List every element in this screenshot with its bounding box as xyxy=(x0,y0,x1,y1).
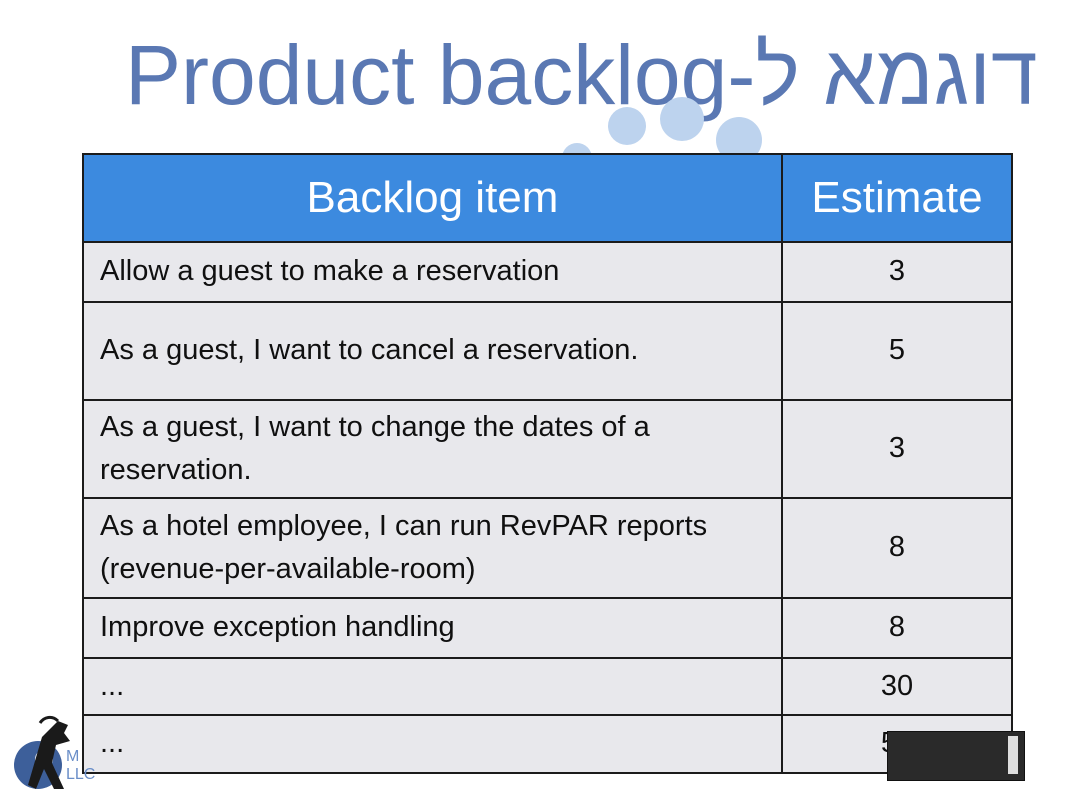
slide-title: Product backlog-דוגמא ל xyxy=(125,28,1038,122)
table-row: As a guest, I want to change the dates o… xyxy=(82,399,1013,499)
table-row: As a guest, I want to cancel a reservati… xyxy=(82,301,1013,401)
row-estimate: 5 xyxy=(781,301,1013,401)
logo-caption-line1: M xyxy=(66,748,80,765)
corner-logo-box xyxy=(887,731,1025,781)
goat-logo-icon xyxy=(14,715,70,789)
table-row: ... 50 xyxy=(82,714,1013,774)
logo-caption-line2: LLC xyxy=(66,766,96,783)
header-backlog-item: Backlog item xyxy=(82,153,783,243)
corner-logo-stripe xyxy=(1008,736,1018,774)
table-header-row: Backlog item Estimate xyxy=(82,153,1013,243)
bubble-shape xyxy=(660,97,704,141)
row-estimate: 3 xyxy=(781,399,1013,499)
row-estimate: 8 xyxy=(781,497,1013,599)
table-row: As a hotel employee, I can run RevPAR re… xyxy=(82,497,1013,599)
row-item: Improve exception handling xyxy=(82,597,783,659)
row-estimate: 3 xyxy=(781,241,1013,303)
row-estimate: 30 xyxy=(781,657,1013,716)
table-row: ... 30 xyxy=(82,657,1013,716)
bubble-shape xyxy=(608,107,646,145)
logo-caption: M LLC xyxy=(66,748,95,784)
table-row: Improve exception handling 8 xyxy=(82,597,1013,659)
header-estimate: Estimate xyxy=(781,153,1013,243)
row-item: As a guest, I want to cancel a reservati… xyxy=(82,301,783,401)
row-item: Allow a guest to make a reservation xyxy=(82,241,783,303)
table-row: Allow a guest to make a reservation 3 xyxy=(82,241,1013,303)
row-estimate: 8 xyxy=(781,597,1013,659)
row-item: ... xyxy=(82,714,783,774)
backlog-table: Backlog item Estimate Allow a guest to m… xyxy=(82,153,1013,774)
row-item: As a hotel employee, I can run RevPAR re… xyxy=(82,497,783,599)
row-item: ... xyxy=(82,657,783,716)
row-item: As a guest, I want to change the dates o… xyxy=(82,399,783,499)
